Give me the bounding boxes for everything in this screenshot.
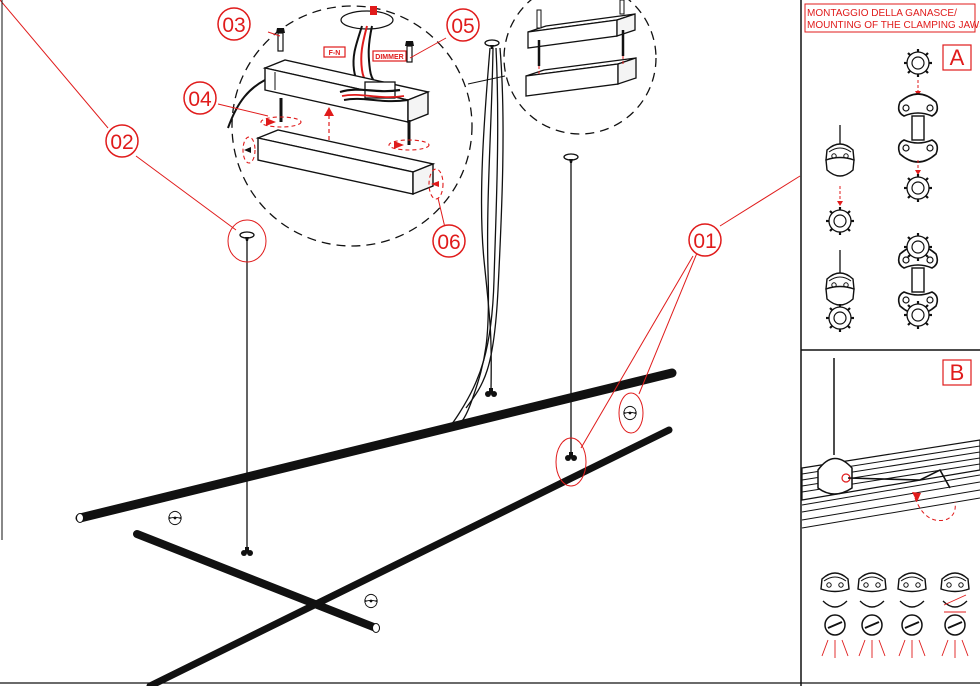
panel-b-badge: B xyxy=(942,359,972,386)
callout-05: 05 xyxy=(446,8,480,42)
top-screw-left xyxy=(276,28,285,52)
callout-06: 06 xyxy=(432,224,466,258)
panel-b-label: B xyxy=(950,360,965,385)
fn-tag: F-N xyxy=(323,46,346,58)
upper-light-profile xyxy=(75,368,677,523)
panel-title: MONTAGGIO DELLA GANASCE/ MOUNTING OF THE… xyxy=(804,3,980,33)
panel-title-line2: MOUNTING OF THE CLAMPING JAWS xyxy=(807,20,980,31)
callout-06-label: 06 xyxy=(437,231,460,254)
panel-title-line1: MONTAGGIO DELLA GANASCE/ xyxy=(807,8,957,19)
panel-a-label: A xyxy=(950,45,965,70)
lower-light-profile xyxy=(133,426,673,686)
top-screw-right xyxy=(405,41,414,63)
dimmer-tag: DIMMER xyxy=(372,50,407,62)
loose-jaw-3 xyxy=(623,405,637,421)
terminal-block xyxy=(339,81,409,103)
callout-03: 03 xyxy=(217,7,251,41)
panel-a-badge: A xyxy=(942,44,972,71)
driver-detail-circle: F-N DIMMER xyxy=(227,5,473,247)
callout-04-label: 04 xyxy=(188,88,212,111)
callout-01-label: 01 xyxy=(693,230,716,253)
callout-05-label: 05 xyxy=(451,15,474,38)
callout-01: 01 xyxy=(688,223,722,257)
callout-04: 04 xyxy=(183,81,217,115)
callout-02-label: 02 xyxy=(110,131,133,154)
insert-arrow xyxy=(324,107,334,140)
dimmer-tag-label: DIMMER xyxy=(375,54,403,61)
driver-cover xyxy=(255,129,436,196)
bottom-screw-left xyxy=(260,98,302,128)
callout-03-label: 03 xyxy=(222,14,245,37)
ceiling-canopy xyxy=(340,6,394,30)
loose-jaw-2 xyxy=(364,593,378,609)
leader-lines xyxy=(0,0,801,487)
callout-02: 02 xyxy=(105,124,139,158)
panel-b-illustrations xyxy=(801,358,980,658)
bottom-screw-right xyxy=(388,120,430,151)
loose-jaw-1 xyxy=(168,510,182,526)
profile-detail-circle xyxy=(503,0,657,135)
panel-a-illustrations xyxy=(824,47,939,334)
fn-tag-label: F-N xyxy=(329,50,341,57)
